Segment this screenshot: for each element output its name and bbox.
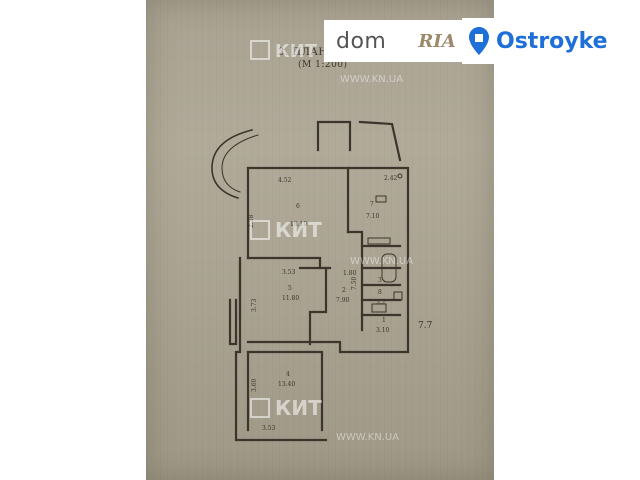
dim-right: 7.7 xyxy=(418,321,433,331)
room-1-area: 3.10 xyxy=(376,327,390,334)
room-1-number: 1 xyxy=(382,317,386,324)
room-2-number: 2 xyxy=(342,287,346,294)
dom-logo: dom xyxy=(324,20,420,62)
watermark-kit-bottom: КИТ xyxy=(250,396,322,420)
dim-left-mid: 3.73 xyxy=(251,298,258,312)
room-6-number: 6 xyxy=(296,203,300,210)
room-5-number: 5 xyxy=(288,285,292,292)
plan-scale: (М 1:200) xyxy=(298,60,348,70)
watermark-kit-mid: КИТ xyxy=(250,218,322,242)
room-5-area: 11.80 xyxy=(282,295,299,302)
watermark-kit: КИТ xyxy=(250,40,317,62)
room-7-number: 7 xyxy=(370,201,374,208)
room-4-number: 4 xyxy=(286,371,290,378)
dim-top-right: 2.42 xyxy=(384,175,398,182)
dim-mid-2: 1.80 xyxy=(343,270,357,277)
dim-bottom: 3.53 xyxy=(262,425,276,432)
ostroyke-logo: Ostroyke xyxy=(462,18,614,64)
ria-logo: RIA xyxy=(406,20,468,62)
dim-mid: 3.53 xyxy=(282,269,296,276)
room-8-area: 3.2 xyxy=(376,299,386,306)
watermark-url-bottom: WWW.KN.UA xyxy=(336,432,400,443)
room-7-area: 7.10 xyxy=(366,213,380,220)
dim-left-bot: 3.60 xyxy=(251,378,258,392)
watermark-url: WWW.KN.UA xyxy=(340,74,404,85)
room-3-number: 3 xyxy=(378,277,382,284)
room-6-area: 18.10 xyxy=(290,221,307,228)
room-2-area: 7.90 xyxy=(336,297,350,304)
room-4-area: 13.40 xyxy=(278,381,295,388)
watermark-url-mid: WWW.KN.UA xyxy=(350,256,414,267)
dim-top: 4.52 xyxy=(278,177,292,184)
dim-mid-v: 7.50 xyxy=(351,276,358,290)
location-pin-icon xyxy=(469,27,489,55)
room-8-number: 8 xyxy=(378,289,382,296)
paper-sheet xyxy=(146,0,494,480)
